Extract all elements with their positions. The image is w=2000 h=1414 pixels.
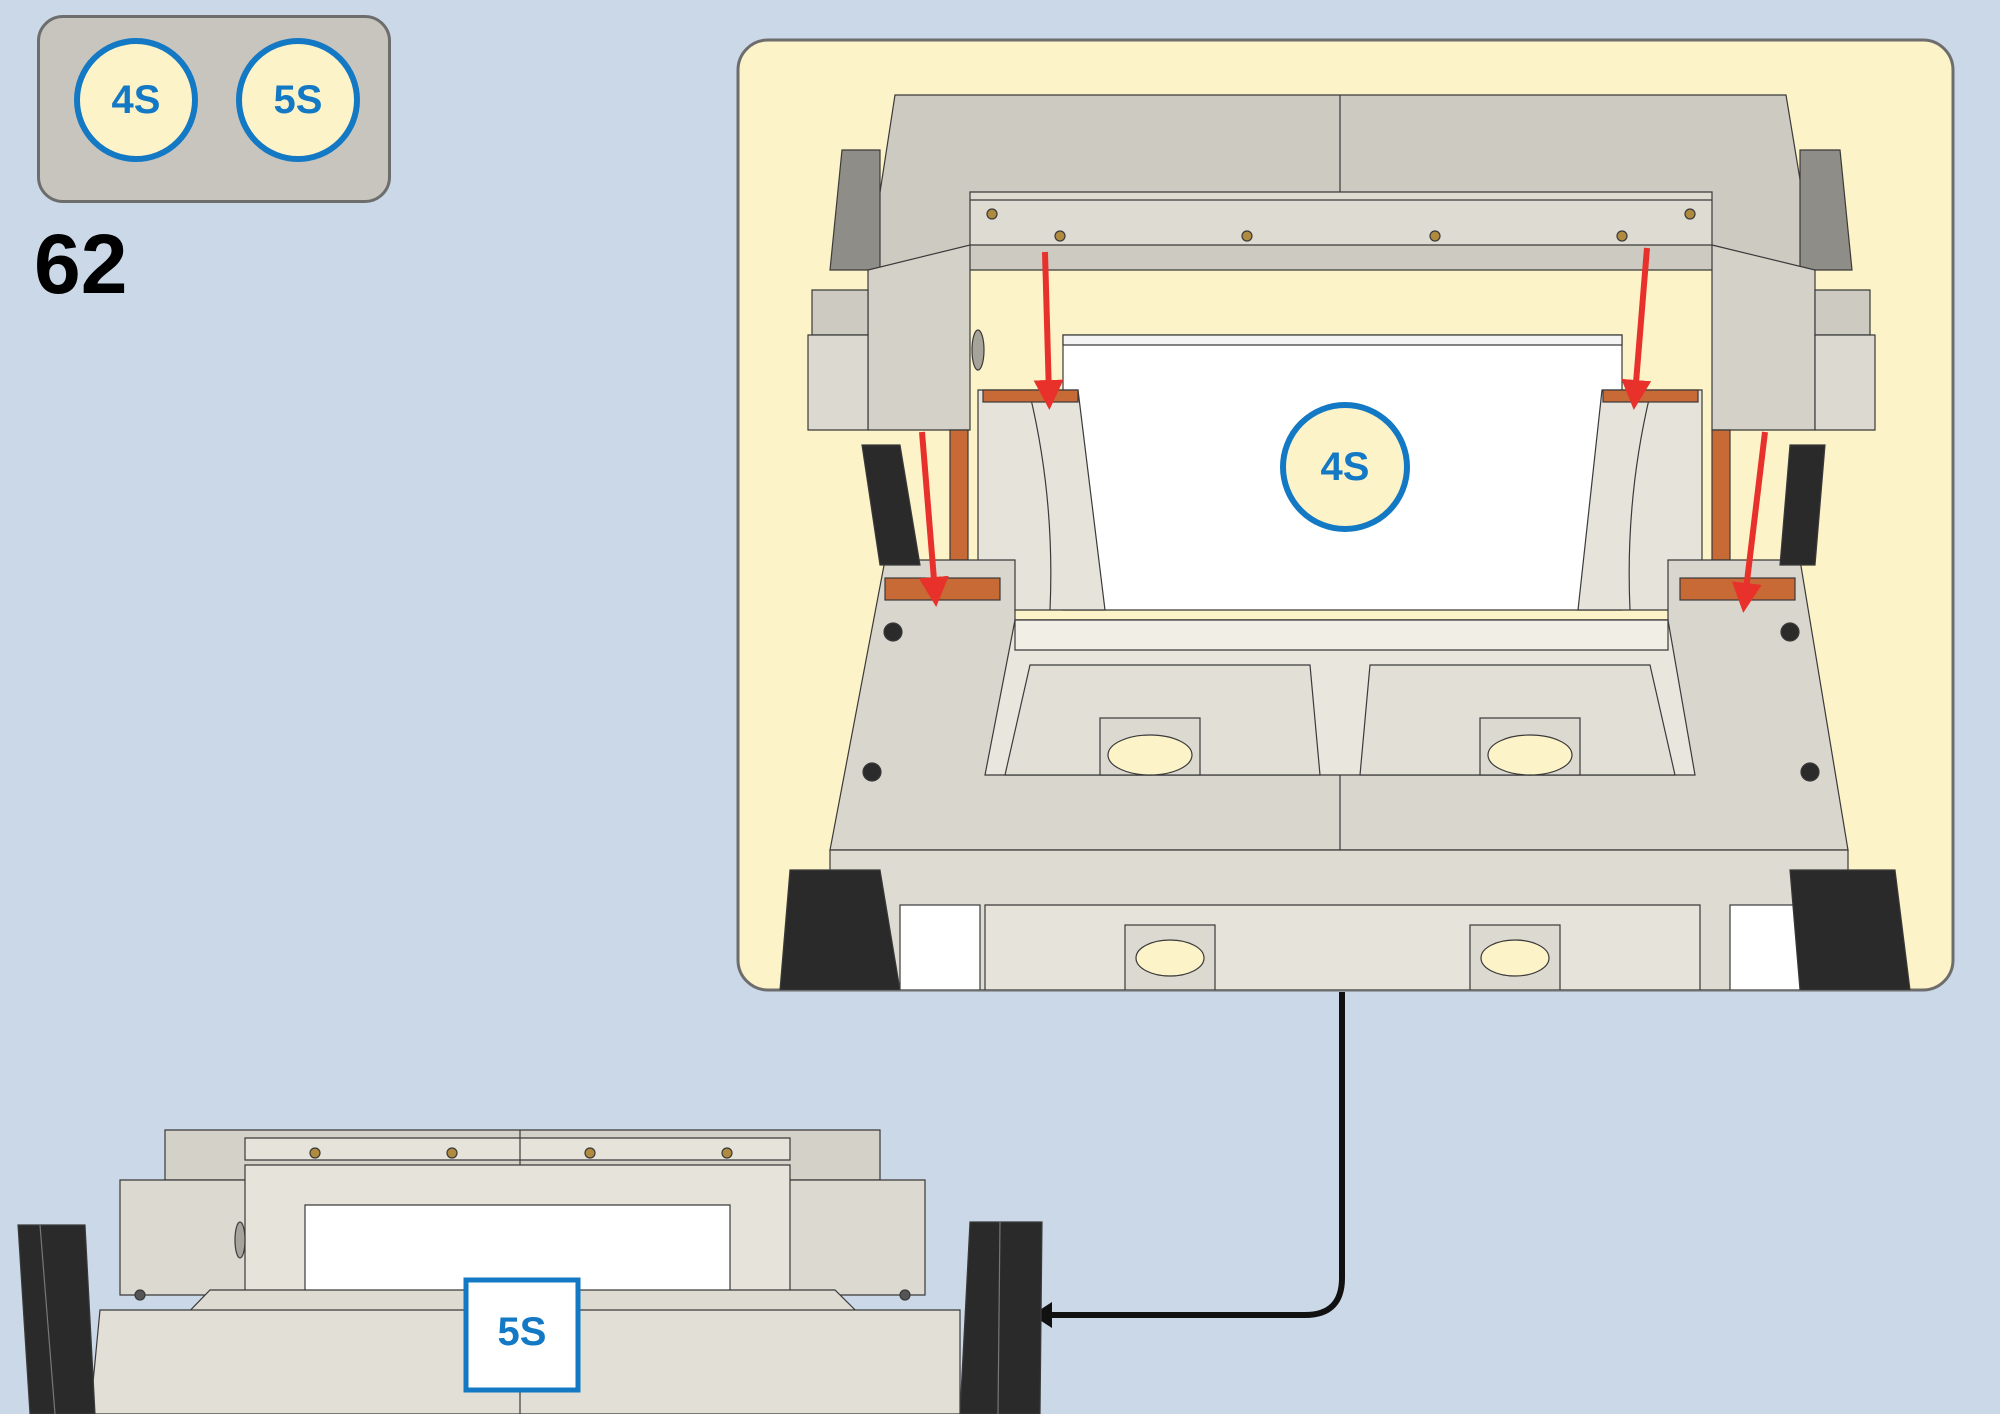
svg-text:4S: 4S bbox=[1321, 445, 1370, 489]
parts-box: 4S 5S bbox=[37, 15, 391, 203]
insertion-arrows bbox=[918, 247, 1768, 613]
base-frame-part bbox=[829, 559, 1849, 990]
extrusion-right-lower bbox=[1789, 869, 1911, 990]
part-badge-5s: 5S bbox=[236, 38, 360, 162]
part-badge-4s: 4S bbox=[74, 38, 198, 162]
callout-part-label-4s: 4S bbox=[1280, 402, 1410, 532]
callout-panel: 4S bbox=[736, 38, 1955, 992]
extrusion-left-upper bbox=[861, 444, 921, 566]
connector-arrowhead bbox=[1032, 1302, 1052, 1328]
callout-connector-arrow bbox=[1050, 992, 1345, 1318]
main-part-label-5s: 5S bbox=[463, 1277, 581, 1393]
top-cap-part bbox=[807, 94, 1876, 431]
step-number: 62 bbox=[34, 217, 128, 311]
svg-text:5S: 5S bbox=[498, 1310, 547, 1354]
extrusion-right-upper bbox=[1779, 444, 1826, 566]
extrusion-left-lower bbox=[779, 869, 901, 990]
